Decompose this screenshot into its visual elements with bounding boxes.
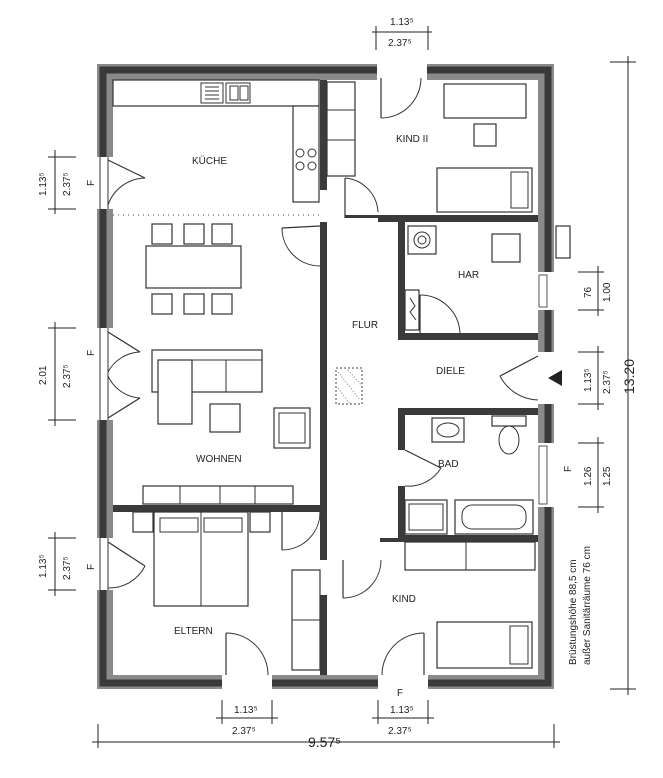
sill-height-note: Brüstungshöhe 88,5 cm außer Sanitärräume… [568, 546, 593, 665]
room-label-kind: KIND [392, 594, 416, 605]
room-label-kueche: KÜCHE [192, 155, 227, 167]
window-frames [99, 157, 571, 590]
mark-right-3: F [563, 466, 574, 472]
entrance-arrow-icon [548, 370, 562, 386]
flur-furniture [335, 367, 363, 405]
kitchen-furniture [112, 79, 320, 315]
dim-right-1-width: 76 [583, 286, 594, 298]
dim-bottom-1-width: 1.13⁵ [234, 705, 258, 716]
dim-left-2-width: 2.01 [38, 365, 49, 385]
dim-total-height: 13.20 [621, 359, 637, 394]
dim-top-height: 2.37⁵ [388, 38, 412, 49]
dim-left-2-height: 2.37⁵ [62, 364, 73, 388]
mark-left-1: F [86, 180, 97, 186]
dim-right-2-width: 1.13⁵ [583, 368, 594, 392]
room-labels: KÜCHE KIND II HAR FLUR DIELE WOHNEN BAD … [174, 134, 479, 637]
note-line-1: Brüstungshöhe 88,5 cm [568, 559, 579, 665]
dim-left-3-width: 1.13⁵ [38, 554, 49, 578]
mark-left-3: F [86, 564, 97, 570]
dimension-texts: 1.13⁵ 2.37⁵ 1.13⁵ 2.37⁵ 2.01 2.37⁵ 1.13⁵… [38, 17, 637, 750]
dim-bottom-2-height: 2.37⁵ [388, 726, 412, 737]
mark-left-2: F [86, 350, 97, 356]
dim-bottom-1-height: 2.37⁵ [232, 726, 256, 737]
dimension-lines [48, 26, 636, 748]
dim-top-width: 1.13⁵ [390, 17, 414, 28]
dim-right-2-height: 2.37⁵ [602, 370, 613, 394]
doors [107, 77, 539, 676]
room-label-eltern: ELTERN [174, 626, 213, 637]
window-marks: F F F F F [86, 180, 574, 699]
kind2-furniture [326, 81, 533, 213]
mark-bottom-2: F [397, 688, 403, 699]
dim-total-width: 9.57⁵ [308, 734, 341, 750]
kind-furniture [404, 541, 536, 669]
dim-left-3-height: 2.37⁵ [62, 556, 73, 580]
dim-bottom-2-width: 1.13⁵ [390, 705, 414, 716]
bad-furniture [404, 415, 534, 535]
room-label-har: HAR [458, 270, 479, 281]
dim-left-1-height: 2.37⁵ [62, 172, 73, 196]
har-furniture [404, 225, 521, 331]
eltern-furniture [132, 511, 321, 671]
room-label-kind2: KIND II [396, 134, 428, 145]
wohnen-furniture [142, 349, 311, 505]
dim-right-1-height: 1.00 [602, 282, 613, 302]
exterior-openings [93, 60, 558, 696]
interior-walls [113, 80, 538, 675]
room-label-bad: BAD [438, 459, 459, 470]
room-label-diele: DIELE [436, 366, 465, 377]
dim-left-1-width: 1.13⁵ [38, 172, 49, 196]
dim-right-3-height: 1.25 [602, 466, 613, 486]
room-label-flur: FLUR [352, 320, 378, 331]
dim-right-3-width: 1.26 [583, 466, 594, 486]
note-line-2: außer Sanitärräume 76 cm [582, 546, 593, 665]
room-label-wohnen: WOHNEN [196, 454, 242, 465]
